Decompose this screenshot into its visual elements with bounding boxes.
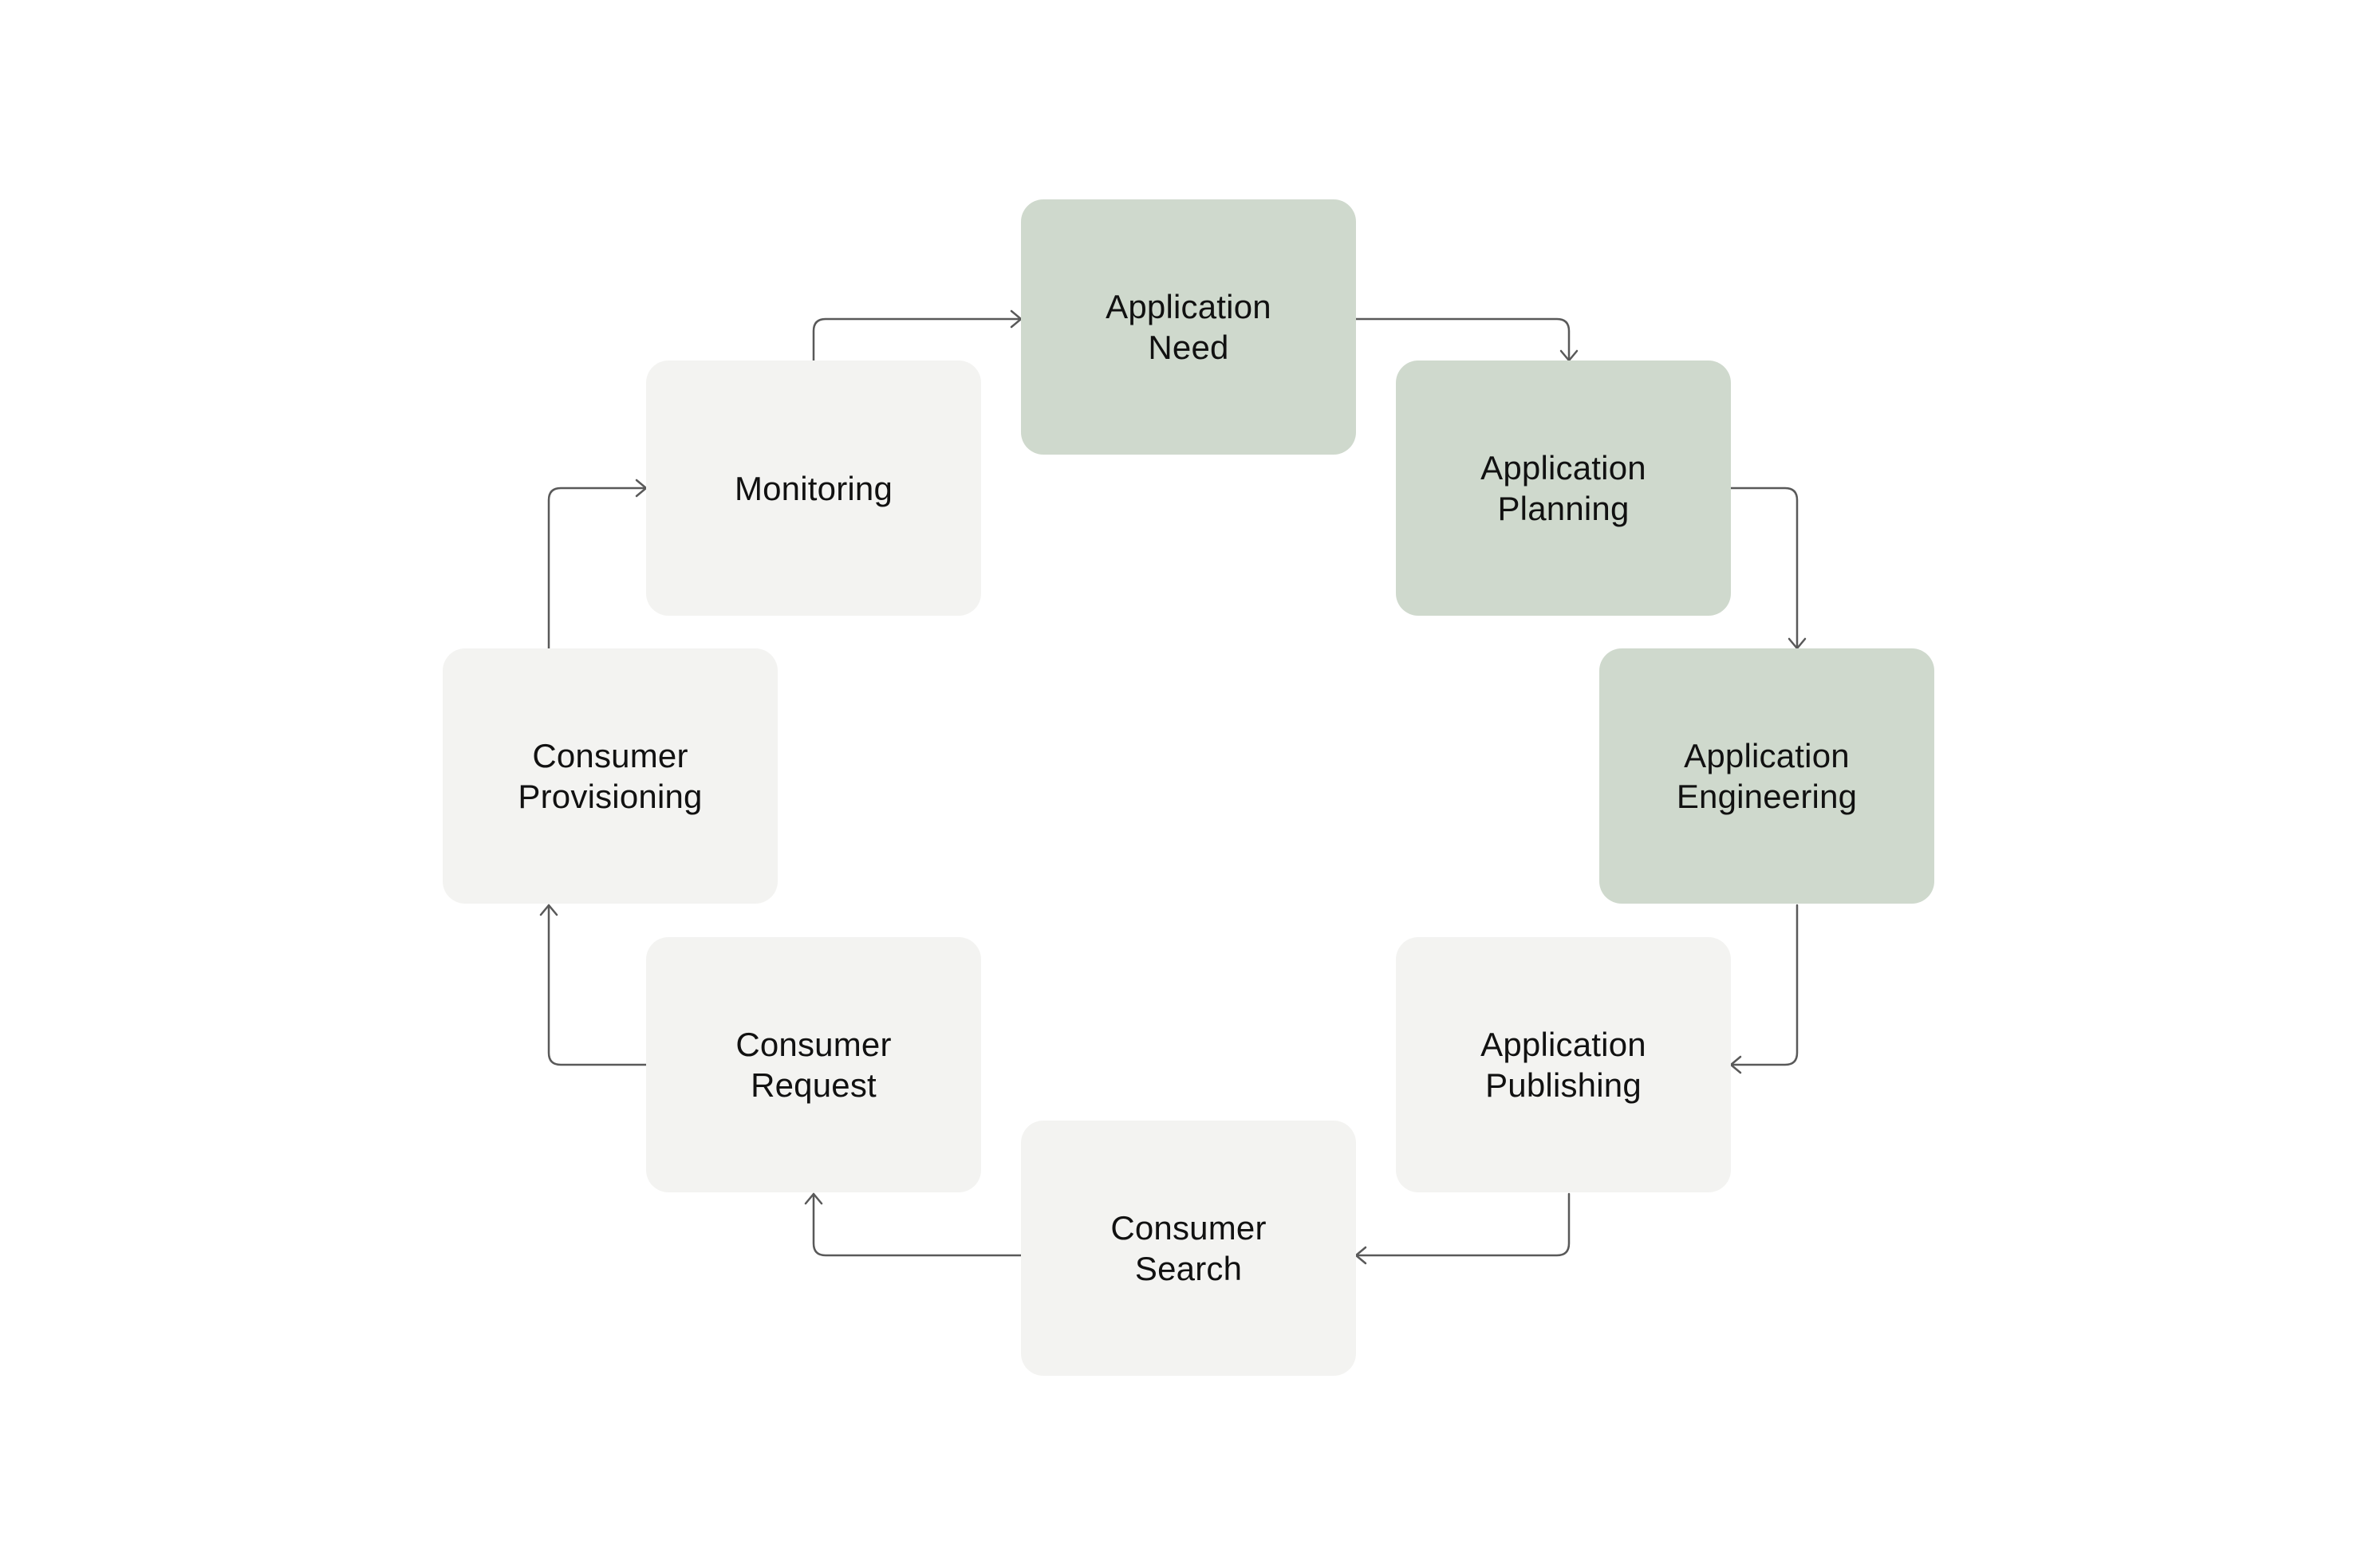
arrowhead-publishing	[1729, 1055, 1742, 1074]
node-application-engineering: Application Engineering	[1599, 648, 1934, 904]
node-label-line1: Application	[1480, 449, 1646, 487]
node-consumer-provisioning: Consumer Provisioning	[443, 648, 778, 904]
node-label-line2: Search	[1134, 1250, 1243, 1287]
connector-request-to-provisioning	[547, 904, 648, 1066]
node-monitoring: Monitoring	[646, 360, 981, 616]
node-label-line1: Monitoring	[734, 469, 893, 507]
node-label-line2: Planning	[1497, 490, 1630, 527]
node-label-line1: Consumer	[532, 737, 688, 774]
node-label-line2: Request	[751, 1066, 877, 1104]
connector-planning-to-engineering	[1729, 487, 1799, 650]
node-label-line1: Application	[1480, 1026, 1646, 1063]
node-label-line2: Provisioning	[518, 778, 703, 815]
arrowhead-search	[1354, 1246, 1367, 1265]
connector-monitoring-to-need	[812, 317, 1023, 362]
node-consumer-search: Consumer Search	[1021, 1121, 1356, 1376]
node-application-planning: Application Planning	[1396, 360, 1731, 616]
node-label-line1: Application	[1106, 288, 1271, 325]
node-label-line1: Consumer	[1110, 1209, 1267, 1247]
node-label-line1: Application	[1684, 737, 1850, 774]
connector-provisioning-to-monitoring	[547, 487, 648, 650]
arrowhead-provisioning	[539, 904, 558, 916]
connector-need-to-planning	[1354, 317, 1571, 362]
node-application-publishing: Application Publishing	[1396, 937, 1731, 1192]
node-label-line2: Engineering	[1676, 778, 1858, 815]
node-label-line1: Consumer	[735, 1026, 892, 1063]
connector-publishing-to-search	[1354, 1192, 1571, 1257]
node-application-need: Application Need	[1021, 199, 1356, 455]
connector-search-to-request	[812, 1192, 1023, 1257]
node-label-line2: Publishing	[1485, 1066, 1642, 1104]
node-label-line2: Need	[1148, 329, 1229, 366]
node-consumer-request: Consumer Request	[646, 937, 981, 1192]
connector-engineering-to-publishing	[1729, 904, 1799, 1066]
arrowhead-request	[804, 1192, 823, 1205]
